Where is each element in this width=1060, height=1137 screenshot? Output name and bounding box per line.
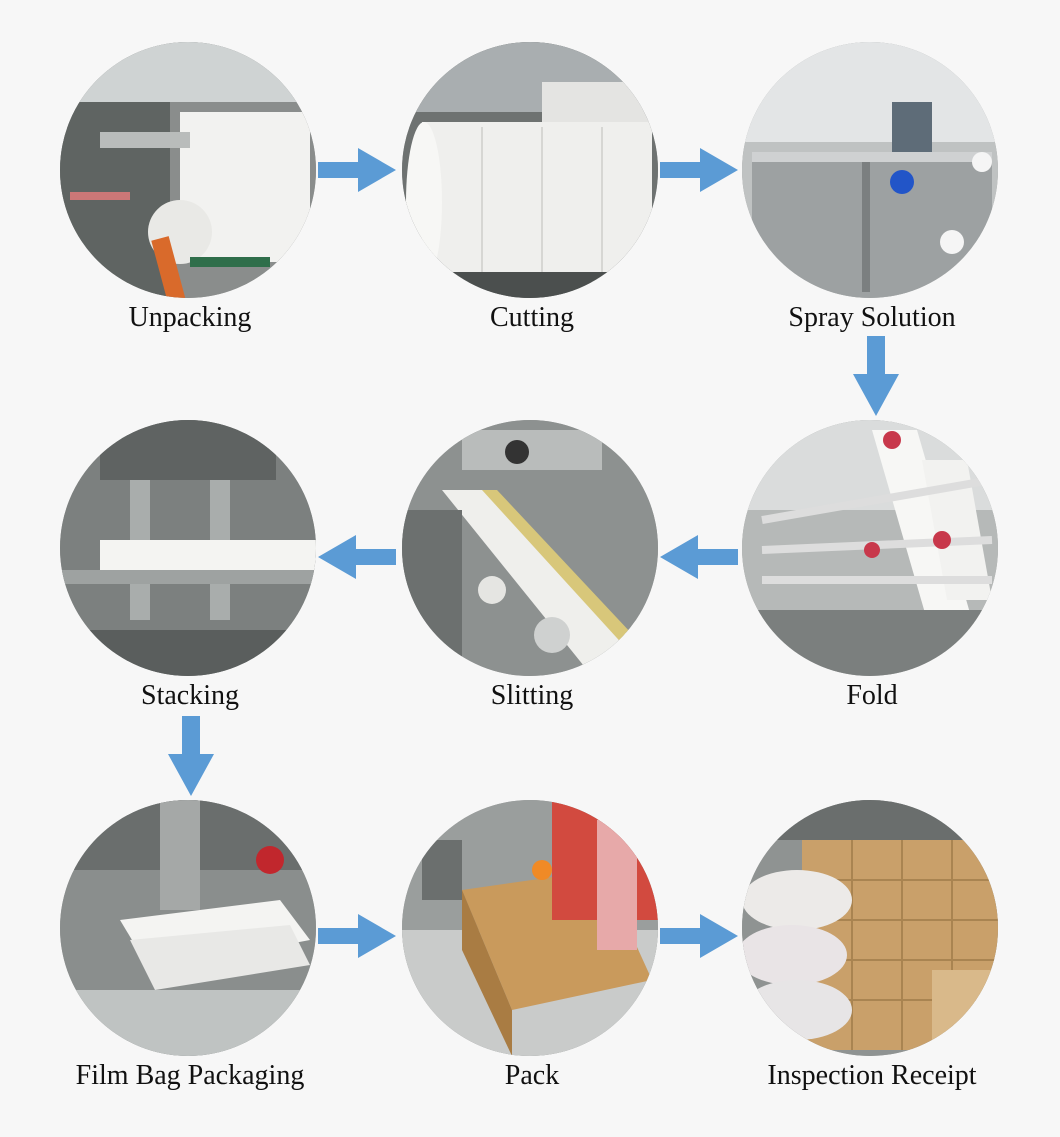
fold-label: Fold bbox=[846, 680, 898, 711]
inspection-receipt-photo bbox=[742, 800, 998, 1056]
arrow-down-icon bbox=[168, 716, 214, 796]
unpacking-label: Unpacking bbox=[128, 302, 252, 333]
step-inspection-receipt: Inspection Receipt bbox=[742, 800, 1002, 1091]
arrow-right-icon bbox=[318, 148, 396, 192]
pack-label: Pack bbox=[504, 1060, 560, 1091]
step-pack: Pack bbox=[402, 800, 662, 1091]
stacking-photo bbox=[60, 420, 316, 676]
step-unpacking: Unpacking bbox=[60, 42, 320, 333]
arrow-left-icon bbox=[660, 535, 738, 579]
arrow-right-icon bbox=[660, 914, 738, 958]
film-bag-packaging-photo bbox=[60, 800, 316, 1056]
step-cutting: Cutting bbox=[402, 42, 662, 333]
step-slitting: Slitting bbox=[402, 420, 662, 711]
arrow-right-icon bbox=[660, 148, 738, 192]
spray-solution-label: Spray Solution bbox=[788, 302, 956, 333]
step-spray-solution: Spray Solution bbox=[742, 42, 1002, 333]
unpacking-photo bbox=[60, 42, 316, 298]
arrow-left-icon bbox=[318, 535, 396, 579]
step-film-bag-packaging: Film Bag Packaging bbox=[60, 800, 320, 1091]
arrow-down-icon bbox=[853, 336, 899, 416]
arrow-right-icon bbox=[318, 914, 396, 958]
fold-photo bbox=[742, 420, 998, 676]
spray-solution-photo bbox=[742, 42, 998, 298]
pack-photo bbox=[402, 800, 658, 1056]
stacking-label: Stacking bbox=[141, 680, 239, 711]
step-stacking: Stacking bbox=[60, 420, 320, 711]
inspection-receipt-label: Inspection Receipt bbox=[767, 1060, 977, 1091]
cutting-label: Cutting bbox=[489, 302, 574, 333]
step-fold: Fold bbox=[742, 420, 1002, 711]
slitting-photo bbox=[402, 420, 658, 676]
slitting-label: Slitting bbox=[490, 680, 574, 711]
film-bag-packaging-label: Film Bag Packaging bbox=[75, 1060, 305, 1091]
cutting-photo bbox=[402, 42, 658, 298]
